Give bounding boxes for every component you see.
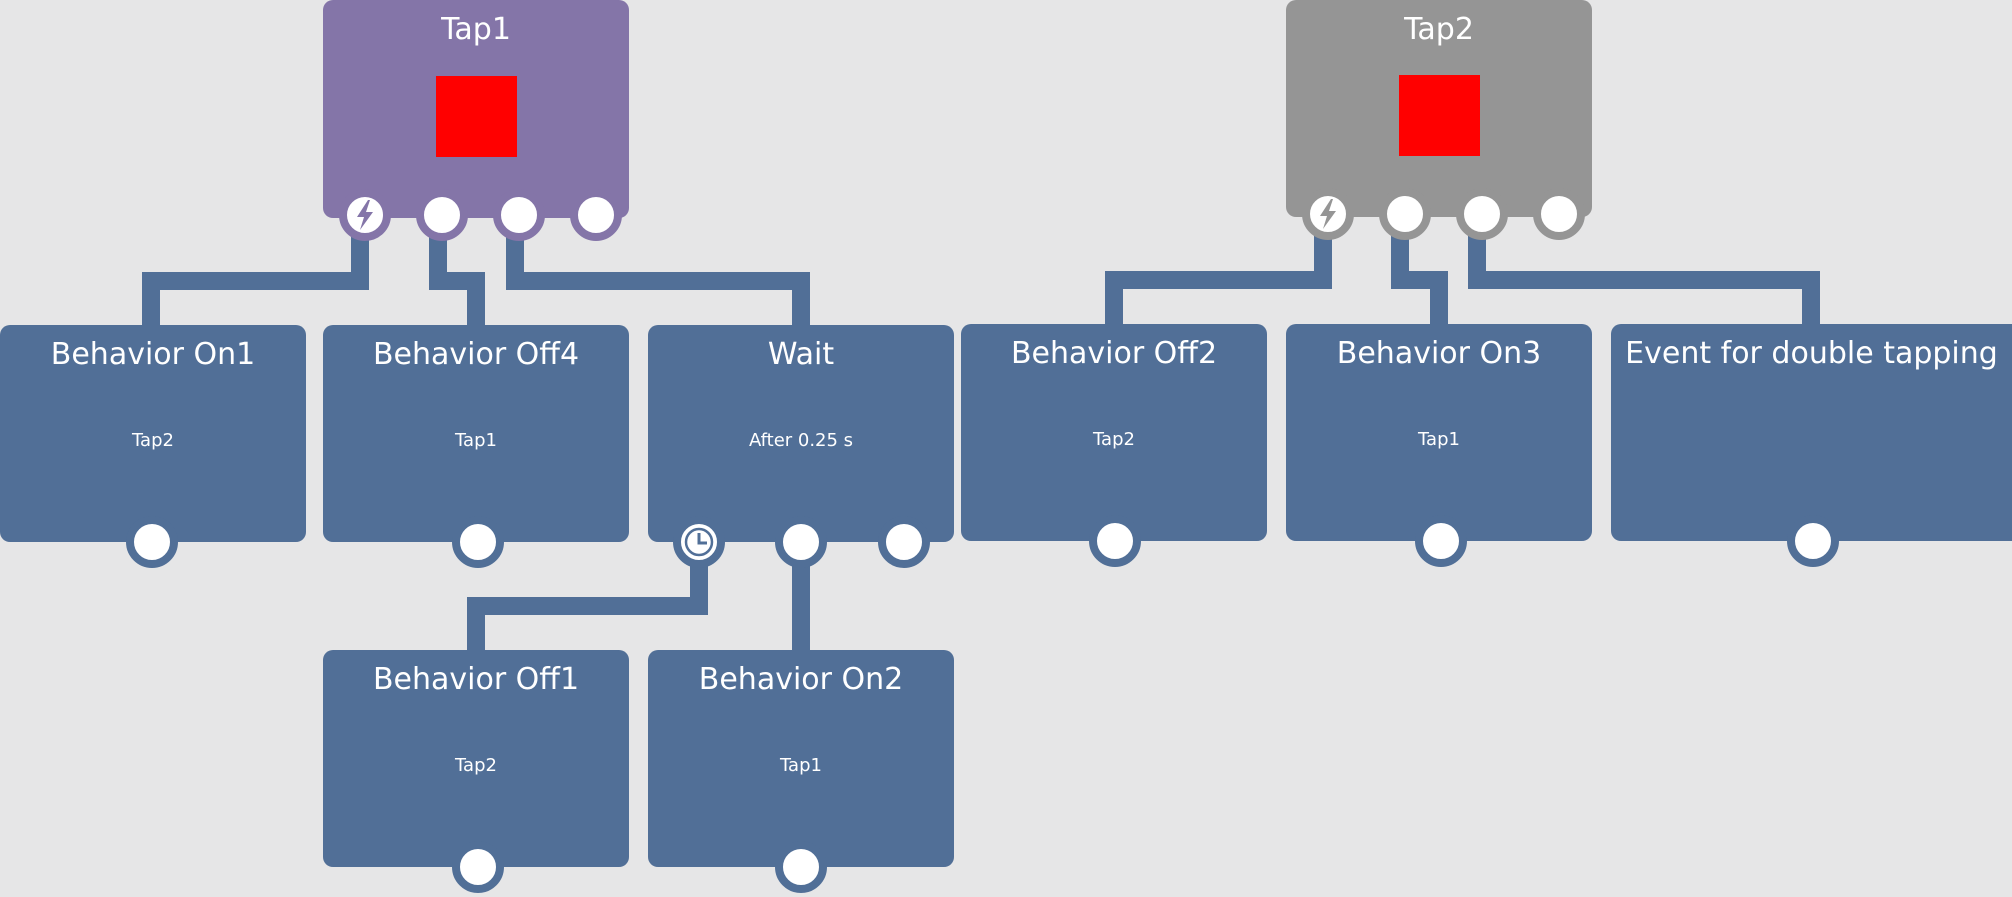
node-target: Tap2 [132, 430, 174, 451]
node-behavior-off4[interactable]: Behavior Off4 Tap1 [323, 325, 629, 568]
clock-icon [684, 527, 714, 557]
output-port[interactable] [1533, 188, 1585, 240]
node-title: Wait [767, 337, 835, 372]
trigger-tap2[interactable]: Tap2 [1286, 0, 1592, 240]
output-port[interactable] [126, 516, 178, 568]
node-detail: After 0.25 s [748, 430, 854, 451]
wire-tap2-to-behavior-off2 [1105, 218, 1332, 325]
node-wait[interactable]: Wait After 0.25 s [648, 325, 954, 568]
trigger-tap1[interactable]: Tap1 [323, 0, 629, 241]
wire-tap1-to-behavior-on1 [142, 218, 369, 325]
output-port[interactable] [416, 189, 468, 241]
output-port[interactable] [493, 189, 545, 241]
node-target: Tap1 [780, 755, 822, 776]
node-target: Tap1 [1418, 429, 1460, 450]
output-port[interactable] [775, 516, 827, 568]
node-title: Behavior Off2 [1010, 336, 1218, 371]
node-behavior-on1[interactable]: Behavior On1 Tap2 [0, 325, 306, 568]
node-title: Behavior On1 [50, 337, 256, 372]
lightning-icon [1320, 199, 1336, 229]
color-swatch [1399, 75, 1480, 156]
wire-wait-to-behavior-off1 [467, 562, 708, 650]
node-title: Behavior On2 [698, 662, 904, 697]
timer-output-port[interactable] [673, 516, 725, 568]
trigger-output-port[interactable] [1302, 188, 1354, 240]
trigger-title: Tap1 [441, 12, 511, 47]
node-title: Behavior On3 [1336, 336, 1542, 371]
trigger-title: Tap2 [1404, 12, 1474, 47]
output-port[interactable] [1787, 515, 1839, 567]
wire-tap1-to-wait [506, 218, 810, 325]
node-target: Tap1 [455, 430, 497, 451]
output-port[interactable] [878, 516, 930, 568]
node-title: Event for double tapping [1625, 336, 1998, 371]
node-title: Behavior Off1 [372, 662, 580, 697]
output-port[interactable] [452, 841, 504, 893]
output-port[interactable] [452, 516, 504, 568]
output-port[interactable] [570, 189, 622, 241]
wire-tap2-to-behavior-on3 [1391, 218, 1448, 325]
node-behavior-off2[interactable]: Behavior Off2 Tap2 [961, 324, 1267, 567]
node-title: Behavior Off4 [372, 337, 580, 372]
node-behavior-on3[interactable]: Behavior On3 Tap1 [1286, 324, 1592, 567]
output-port[interactable] [1415, 515, 1467, 567]
color-swatch [436, 76, 517, 157]
wire-tap2-to-event-double [1468, 218, 1820, 325]
output-port[interactable] [775, 841, 827, 893]
node-target: Tap2 [1093, 429, 1135, 450]
lightning-icon [357, 200, 373, 230]
node-behavior-on2[interactable]: Behavior On2 Tap1 [648, 650, 954, 893]
output-port[interactable] [1379, 188, 1431, 240]
node-event-double-tap[interactable]: Event for double tapping [1611, 324, 2012, 567]
output-port[interactable] [1089, 515, 1141, 567]
node-behavior-off1[interactable]: Behavior Off1 Tap2 [323, 650, 629, 893]
wire-tap1-to-behavior-off4 [429, 218, 485, 325]
node-target: Tap2 [455, 755, 497, 776]
output-port[interactable] [1456, 188, 1508, 240]
trigger-output-port[interactable] [339, 189, 391, 241]
